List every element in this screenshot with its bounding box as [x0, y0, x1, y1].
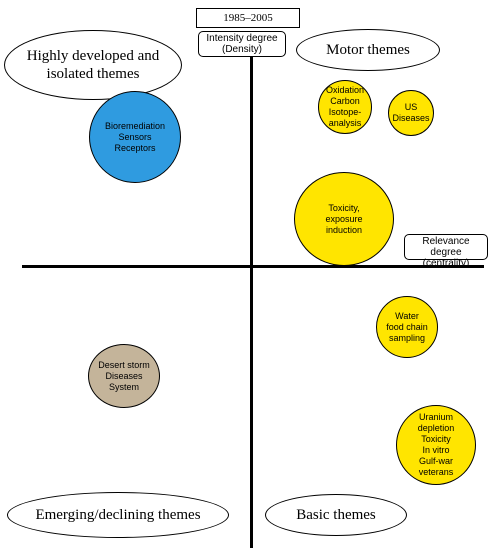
cluster-label-water: Water food chain sampling	[386, 310, 428, 343]
cluster-bubble-oxidation: Oxidation Carbon Isotope- analysis	[318, 80, 372, 134]
vertical-axis	[250, 48, 253, 548]
x-axis-label: Relevance degree (centrality)	[404, 234, 488, 269]
cluster-label-desert-storm: Desert storm Diseases System	[98, 359, 150, 392]
cluster-label-toxicity: Toxicity, exposure induction	[325, 202, 363, 235]
quadrant-top-left-title: Highly developed and isolated themes	[4, 30, 182, 100]
horizontal-axis	[22, 265, 484, 268]
cluster-bubble-toxicity: Toxicity, exposure induction	[294, 172, 394, 266]
cluster-label-us-diseases: US Diseases	[392, 102, 430, 123]
cluster-label-uranium: Uranium depletion Toxicity In vitro Gulf…	[417, 412, 455, 477]
cluster-bubble-bioremediation: Bioremediation Sensors Receptors	[89, 91, 181, 183]
cluster-bubble-desert-storm: Desert storm Diseases System	[88, 344, 160, 408]
cluster-bubble-uranium: Uranium depletion Toxicity In vitro Gulf…	[396, 405, 476, 485]
cluster-bubble-water: Water food chain sampling	[376, 296, 438, 358]
cluster-bubble-us-diseases: US Diseases	[388, 90, 434, 136]
cluster-label-bioremediation: Bioremediation Sensors Receptors	[104, 120, 166, 153]
quadrant-top-right-title: Motor themes	[296, 29, 440, 71]
quadrant-bottom-left-title: Emerging/declining themes	[7, 492, 229, 538]
cluster-label-oxidation: Oxidation Carbon Isotope- analysis	[325, 85, 365, 128]
quadrant-bottom-right-title: Basic themes	[265, 494, 407, 536]
y-axis-label: Intensity degree (Density)	[198, 31, 286, 57]
period-label: 1985–2005	[196, 8, 300, 28]
